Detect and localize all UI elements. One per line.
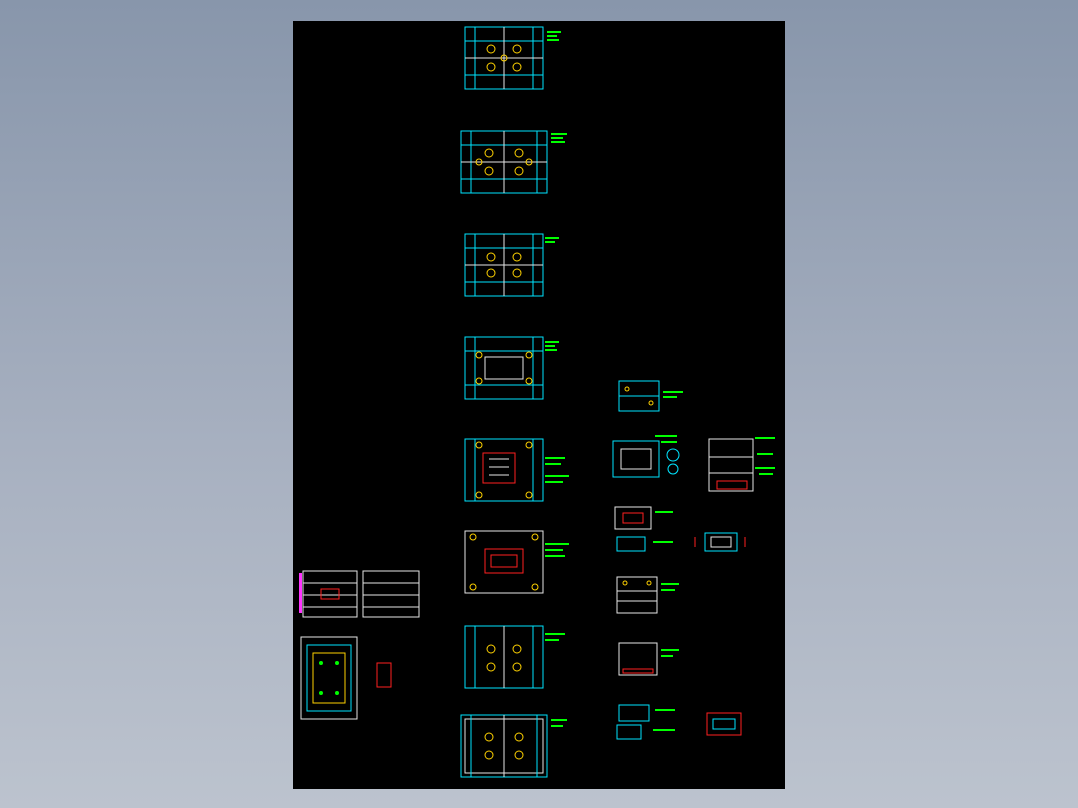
plate-view-5	[464, 438, 569, 502]
plate-view-3	[464, 233, 559, 297]
part-detail-8	[616, 704, 742, 740]
part-detail-6	[616, 576, 679, 614]
cad-drawing	[299, 26, 775, 778]
plate-view-4	[464, 336, 559, 400]
part-detail-3	[708, 437, 775, 492]
part-detail-7	[618, 642, 679, 676]
plate-view-7	[464, 625, 565, 689]
part-detail-2	[612, 435, 680, 478]
plate-view-1	[464, 26, 561, 90]
plate-view-8	[460, 714, 567, 778]
part-detail-4	[614, 506, 673, 552]
part-detail-5	[694, 532, 746, 552]
assembly-plan-view	[300, 636, 392, 720]
plate-view-2	[460, 130, 567, 194]
plate-view-6	[464, 530, 569, 594]
assembly-section-views	[299, 570, 420, 618]
drawing-sheet[interactable]	[293, 21, 785, 789]
part-detail-1	[618, 380, 683, 412]
